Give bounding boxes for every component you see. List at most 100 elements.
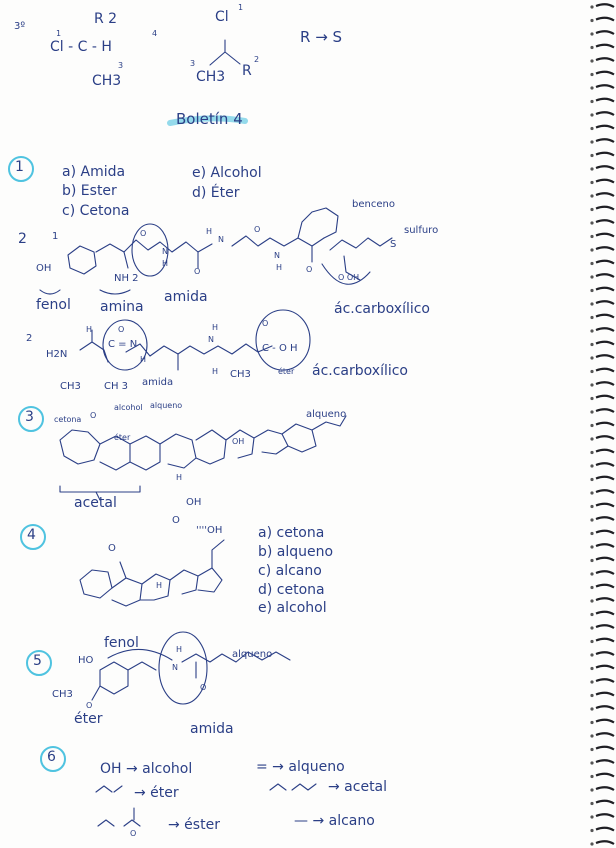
binding-ring [595,408,615,413]
q2-amida-label: amida [164,289,208,305]
binding-ring [595,610,615,616]
q3-acetal-label: acetal [74,495,117,511]
top-sup1: 1 [56,29,62,38]
binding-hole [590,842,594,846]
q2-o3: O [254,225,261,234]
q1-answer-a: a) Amida [62,164,126,180]
binding-hole [590,315,594,320]
binding-ring [595,489,615,494]
q4-o1: O [172,515,180,526]
q2-oh: OH [36,263,52,274]
binding-hole [590,720,594,725]
q2-o2: O [194,267,201,276]
q2b-ac-carboxilico-label: ác.carboxílico [312,363,408,379]
q5-ch3: CH3 [52,689,73,700]
binding-ring [595,151,615,157]
binding-hole [590,464,594,468]
q6-alcano: — → alcano [294,813,375,829]
binding-ring [595,786,615,791]
binding-hole [590,639,594,644]
binding-ring [595,300,615,305]
binding-ring [595,259,615,265]
q6-o-label: O [130,829,137,838]
q4-number: 4 [27,527,36,543]
binding-hole [590,693,594,698]
binding-hole [590,788,594,792]
q4-o2: O [108,543,116,554]
binding-hole [590,734,594,738]
top-sup3: 3 [118,61,124,70]
binding-ring [595,192,615,197]
binding-ring [595,97,615,103]
binding-ring [595,246,615,251]
binding-hole [590,437,594,441]
binding-ring [595,678,615,683]
binding-hole [590,126,594,131]
binding-hole [590,383,594,387]
binding-hole [590,558,594,563]
q3-eter-label: éter [114,433,131,442]
q2b-ch3-3: CH3 [230,369,251,380]
binding-ring [595,70,615,76]
binding-ring [595,327,615,332]
binding-ring [595,583,615,589]
q1-answer-d: d) Éter [192,185,240,201]
binding-ring [595,840,615,845]
q5-number: 5 [33,653,42,669]
binding-hole [590,45,594,50]
q3-o: O [90,411,97,420]
binding-ring [595,381,615,386]
binding-ring [595,165,615,170]
q4-number-circle [20,524,46,550]
binding-ring [595,111,615,116]
q5-o: O [86,701,93,710]
q3-alqueno-label-2: alqueno [306,409,347,420]
binding-hole [590,5,594,9]
binding-hole [590,72,594,77]
binding-ring [595,732,615,737]
binding-hole [590,167,594,171]
q2-cooh: O OH [338,273,360,282]
binding-ring [595,826,615,832]
binding-hole [590,86,594,90]
binding-hole [590,32,594,36]
binding-hole [590,761,594,765]
binding-ring [595,219,615,224]
binding-ring [595,813,615,818]
binding-hole [590,626,594,630]
binding-ring [595,273,615,278]
q4-answer-b: b) alqueno [258,544,334,560]
q4-answer-c: c) alcano [258,563,322,579]
binding-ring [595,759,615,764]
q2b-ch3-1: CH3 [60,381,81,392]
q6-acetal: → acetal [328,779,388,795]
binding-hole [590,234,594,239]
binding-ring [595,745,615,751]
q2-nh2: NH 2 [114,273,139,284]
binding-ring [595,664,615,670]
q2b-sub2: 2 [26,333,33,344]
q1-number: 1 [15,159,24,175]
q2-o4: O [306,265,313,274]
q5-ho: HO [78,655,94,666]
binding-hole [590,423,594,428]
q2-h1: H [162,259,169,268]
binding-hole [590,248,594,252]
q5-fenol-label: fenol [104,635,139,651]
top-sup4: 4 [152,29,158,38]
q5-number-circle [26,650,52,676]
binding-ring [595,772,615,778]
q2-n1: N [162,247,168,256]
binding-ring [595,30,615,35]
q5-h: H [176,645,183,654]
q2-n2: N [218,235,224,244]
q3-h: H [176,473,183,482]
binding-hole [590,180,594,185]
binding-hole [590,369,594,374]
binding-ring [595,138,615,143]
binding-hole [590,504,594,509]
q1-number-circle [8,156,34,182]
r-to-s-label: R → S [300,28,343,46]
top-right-sup3: 3 [190,59,196,68]
